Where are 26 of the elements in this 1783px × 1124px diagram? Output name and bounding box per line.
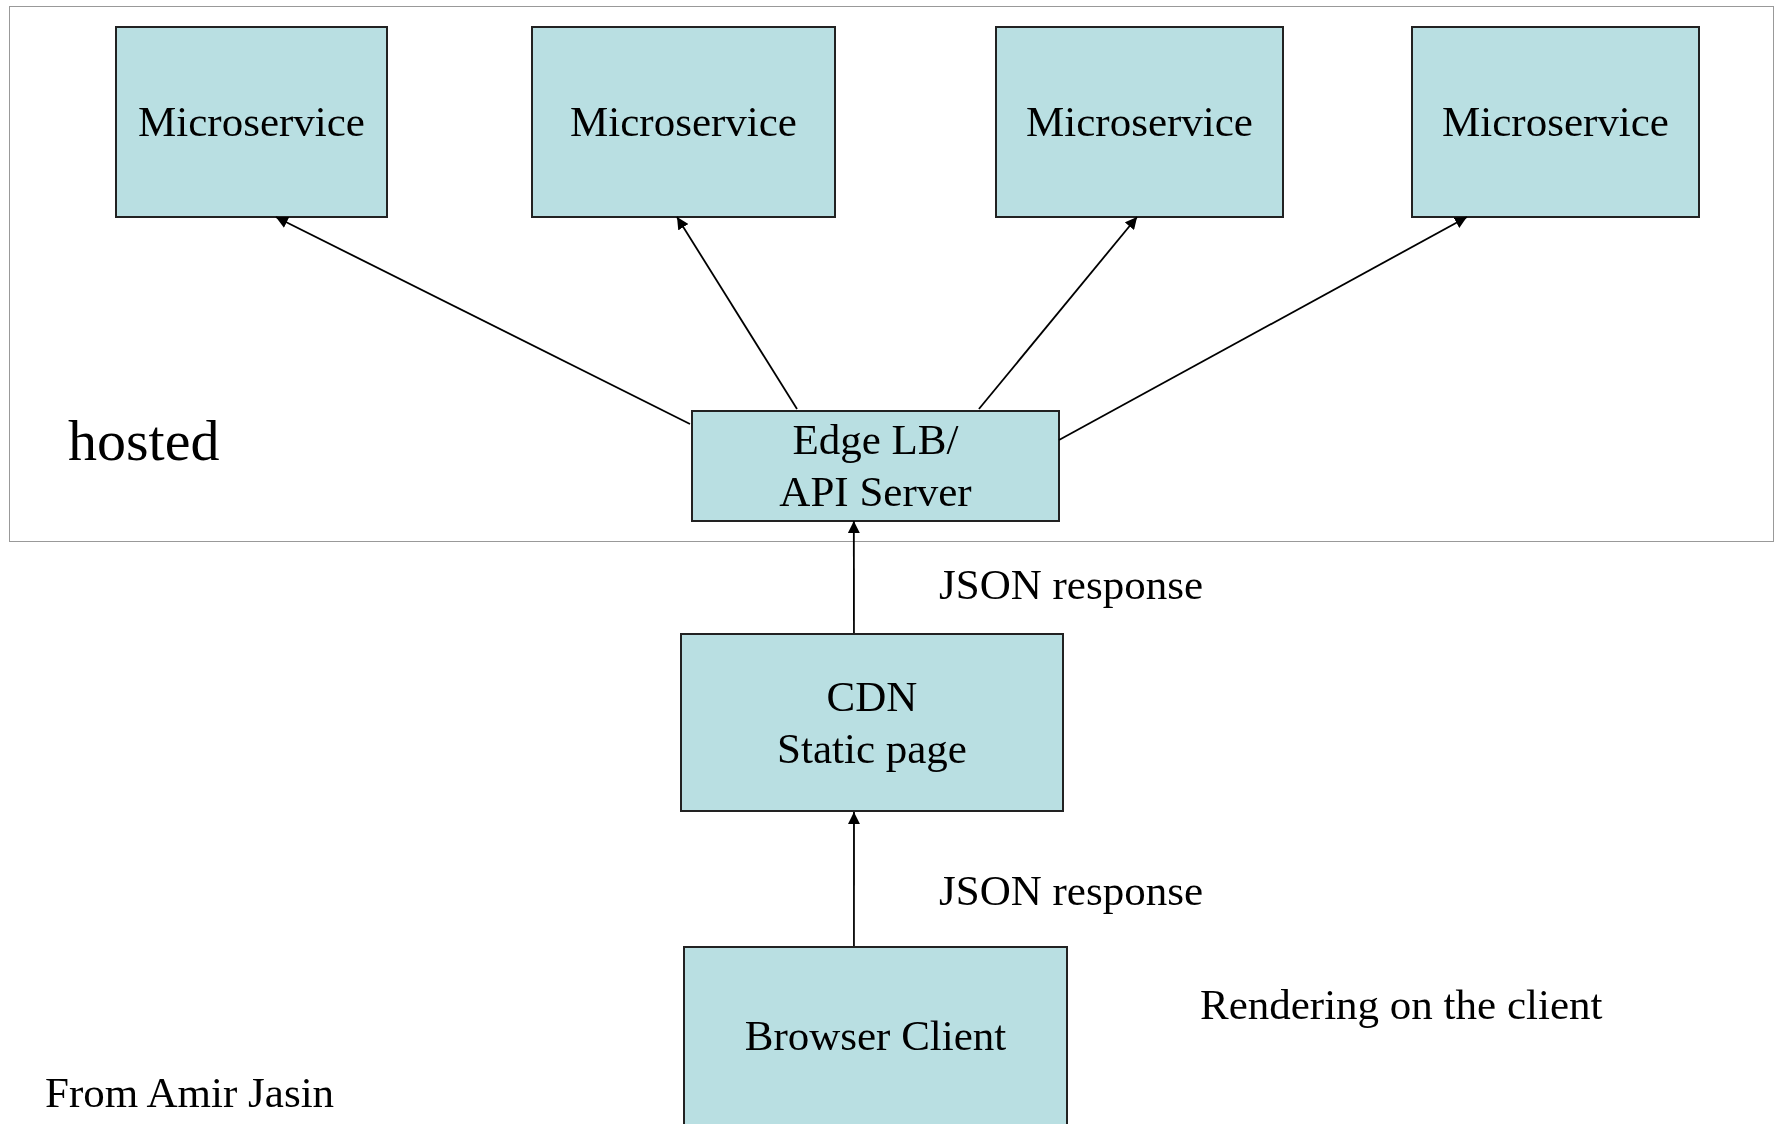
service-box bbox=[531, 26, 836, 218]
node-label: Microservice bbox=[570, 97, 797, 148]
cdn-box bbox=[680, 633, 1064, 812]
hosting-region-frame bbox=[9, 6, 1774, 542]
service-box bbox=[115, 26, 388, 218]
arrow bbox=[676, 216, 798, 410]
node-label: Microservice bbox=[138, 97, 365, 148]
group-heading: hosted bbox=[68, 407, 220, 474]
arrow bbox=[1058, 216, 1468, 441]
node-label: API Server bbox=[779, 467, 972, 517]
arrow bbox=[847, 811, 860, 947]
node-label: Browser Client bbox=[744, 1011, 1007, 1062]
note: Rendering on the client bbox=[1200, 980, 1603, 1029]
node-label: Static page bbox=[777, 723, 967, 774]
service-box bbox=[995, 26, 1284, 218]
node-label: CDN bbox=[826, 671, 918, 722]
arrow bbox=[978, 216, 1138, 410]
service-box bbox=[1411, 26, 1700, 218]
node-label: Microservice bbox=[1442, 97, 1669, 148]
attribution-text: From Amir Jasin bbox=[45, 1068, 335, 1117]
server-box bbox=[691, 410, 1060, 522]
node-label: Edge LB/ bbox=[792, 415, 959, 466]
client-box bbox=[683, 946, 1068, 1124]
node-label: Microservice bbox=[1026, 97, 1253, 148]
arrow bbox=[847, 520, 860, 634]
arrow bbox=[275, 216, 691, 425]
